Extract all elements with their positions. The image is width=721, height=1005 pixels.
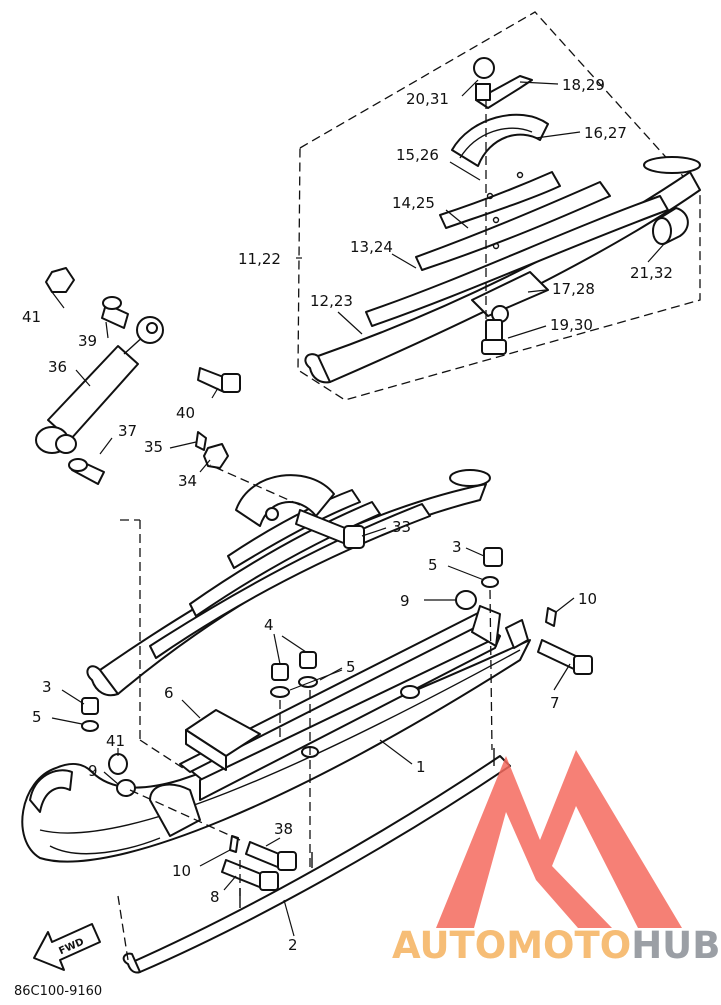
logo-triangle-mark (436, 750, 682, 928)
callout-label: 8 (210, 888, 220, 906)
callout-label: 20,31 (406, 90, 449, 108)
callout-label: 4 (264, 616, 274, 634)
callout-label: 11,22 (238, 250, 281, 268)
callout-label: 5 (32, 708, 42, 726)
callout-label: 13,24 (350, 238, 393, 256)
callout-label: 1 (416, 758, 426, 776)
callout-label: 35 (144, 438, 163, 456)
alignment-lines (117, 464, 493, 961)
callout-label: 5 (428, 556, 438, 574)
callout-label: 3 (42, 678, 52, 696)
callout-label: 7 (550, 694, 560, 712)
callout-label: 17,28 (552, 280, 595, 298)
callout-label: 6 (164, 684, 174, 702)
callout-label: 9 (400, 592, 410, 610)
callout-label: 3 (452, 538, 462, 556)
callout-label: 15,26 (396, 146, 439, 164)
callout-label: 41 (22, 308, 41, 326)
callout-label: 10 (172, 862, 191, 880)
leader-lines (51, 79, 665, 937)
callout-labels: 20,31 18,29 16,27 15,26 14,25 13,24 11,2… (22, 76, 673, 954)
callout-label: 38 (274, 820, 293, 838)
callout-label: 37 (118, 422, 137, 440)
subassembly-boundary (297, 11, 701, 401)
callout-label: 14,25 (392, 194, 435, 212)
callout-label: 16,27 (584, 124, 627, 142)
callout-label: 19,30 (550, 316, 593, 334)
callout-label: 34 (178, 472, 197, 490)
callout-label: 21,32 (630, 264, 673, 282)
callout-label: 41 (106, 732, 125, 750)
automotohub-logo: AUTOMOTOHUB (392, 750, 720, 967)
callout-label: 40 (176, 404, 195, 422)
leaf-spring-assembly-detail (304, 57, 701, 384)
logo-text-automoto: AUTOMOTO (392, 924, 631, 967)
callout-label: 9 (88, 762, 98, 780)
forward-direction-arrow: FWD (33, 923, 101, 971)
callout-label: 36 (48, 358, 67, 376)
ski-hardware (81, 547, 593, 891)
callout-label: 5 (346, 658, 356, 676)
shock-absorber-assembly (35, 267, 241, 485)
logo-text: AUTOMOTOHUB (392, 924, 720, 967)
callout-label: 10 (578, 590, 597, 608)
callout-label: 33 (392, 518, 411, 536)
part-code: 86C100-9160 (14, 984, 102, 999)
callout-label: 39 (78, 332, 97, 350)
callout-label: 18,29 (562, 76, 605, 94)
callout-label: 2 (288, 936, 298, 954)
logo-text-hub: HUB (631, 924, 720, 967)
callout-label: 12,23 (310, 292, 353, 310)
